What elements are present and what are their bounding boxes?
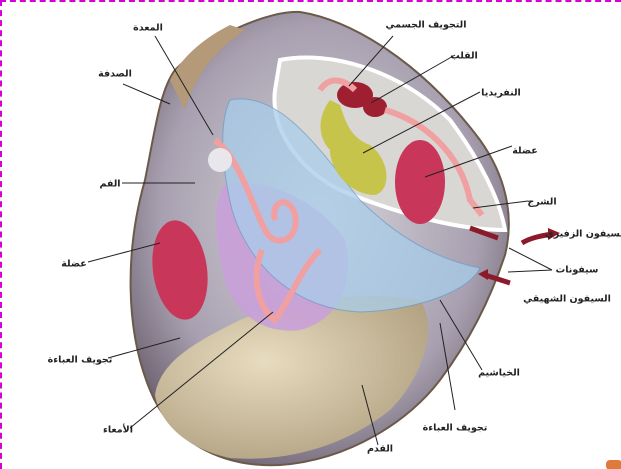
incurrent-arrow-top <box>469 225 499 241</box>
nephridia <box>320 100 387 195</box>
label-intestine: الأمعاء <box>103 424 133 436</box>
label-heart: القلب <box>450 50 478 62</box>
label-nephridia: النفريديا <box>481 87 521 99</box>
muscle-right <box>395 140 445 224</box>
label-muscle-left: عضلة <box>61 258 87 270</box>
label-body-cavity: التجويف الجسمي <box>385 19 467 31</box>
muscle-left <box>152 220 208 320</box>
label-mantle-cavity-bottom: تجويف العباءة <box>422 422 488 434</box>
label-siphons: سيفونات <box>555 264 599 276</box>
corner-tab <box>606 460 621 469</box>
label-foot: القدم <box>366 443 394 455</box>
label-shell: الصدفة <box>98 68 132 80</box>
label-mouth: الفم <box>99 178 121 190</box>
incurrent-arrow-bottom <box>484 272 511 286</box>
label-incurrent-siphon: السيفون الشهيقي <box>523 293 611 305</box>
label-mantle-cavity-left: تجويف العباءة <box>47 354 113 366</box>
rectum <box>317 77 485 217</box>
label-gills: الخياشيم <box>478 367 520 379</box>
label-muscle-right: عضلة <box>512 145 538 157</box>
intestine-coil <box>213 137 323 325</box>
label-stomach: المعدة <box>133 22 163 34</box>
shell-rim <box>170 25 245 110</box>
leader-lines <box>87 35 553 446</box>
label-anus: الشرج <box>527 196 557 208</box>
heart <box>337 82 373 108</box>
label-excurrent-siphon: السيفون الزفيري <box>544 228 621 240</box>
foot <box>155 296 429 459</box>
